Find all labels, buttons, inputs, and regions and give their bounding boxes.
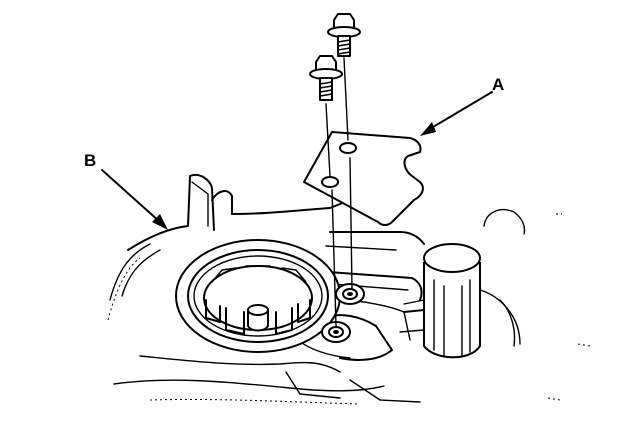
callout-b-label: B [84, 151, 96, 170]
gear-assembly [175, 239, 341, 353]
bolt-front [309, 55, 343, 101]
callout-a: A [420, 75, 504, 136]
cylinder-sleeve [399, 243, 481, 359]
bolt-rear [327, 13, 361, 57]
mounting-bosses [321, 283, 365, 343]
alignment-lines [325, 57, 353, 327]
callout-b: B [84, 151, 168, 230]
callout-a-label: A [492, 75, 504, 94]
bracket-plate [303, 131, 424, 226]
